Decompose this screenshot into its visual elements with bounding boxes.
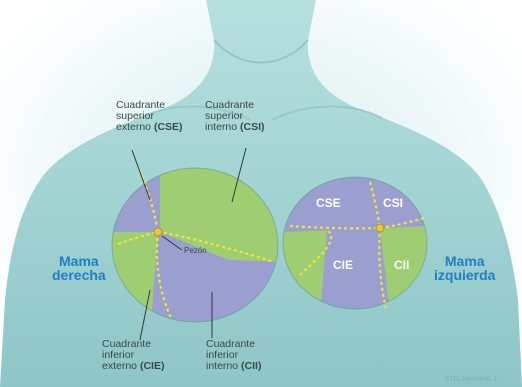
label-cii-right-breast: Cuadrante inferior interno (CII) bbox=[206, 339, 261, 372]
label-nipple: Pezón bbox=[184, 246, 207, 255]
label-csi-right-breast: Cuadrante superior interno (CSI) bbox=[205, 100, 265, 133]
label-left-breast: Mama izquierda bbox=[434, 254, 495, 282]
quadrant-cse-left-breast: CSE bbox=[316, 196, 341, 210]
label-cse-abbr: (CSE) bbox=[154, 121, 183, 133]
right-nipple bbox=[154, 228, 162, 236]
quadrant-csi-left-breast: CSI bbox=[383, 196, 403, 210]
label-cii-abbr: (CII) bbox=[241, 360, 261, 372]
label-cie-right-breast: Cuadrante inferior externo (CIE) bbox=[102, 339, 164, 372]
quadrant-cie-left-breast: CIE bbox=[333, 258, 353, 272]
left-nipple bbox=[376, 224, 384, 232]
quadrant-cii-left-breast: CII bbox=[394, 258, 409, 272]
label-cse-right-breast: Cuadrante superior externo (CSE) bbox=[116, 100, 183, 133]
label-csi-abbr: (CSI) bbox=[240, 121, 265, 133]
image-credit: ©TELEMADRID 2 bbox=[445, 377, 497, 383]
label-cie-abbr: (CIE) bbox=[140, 360, 165, 372]
label-right-breast: Mama derecha bbox=[52, 254, 106, 282]
